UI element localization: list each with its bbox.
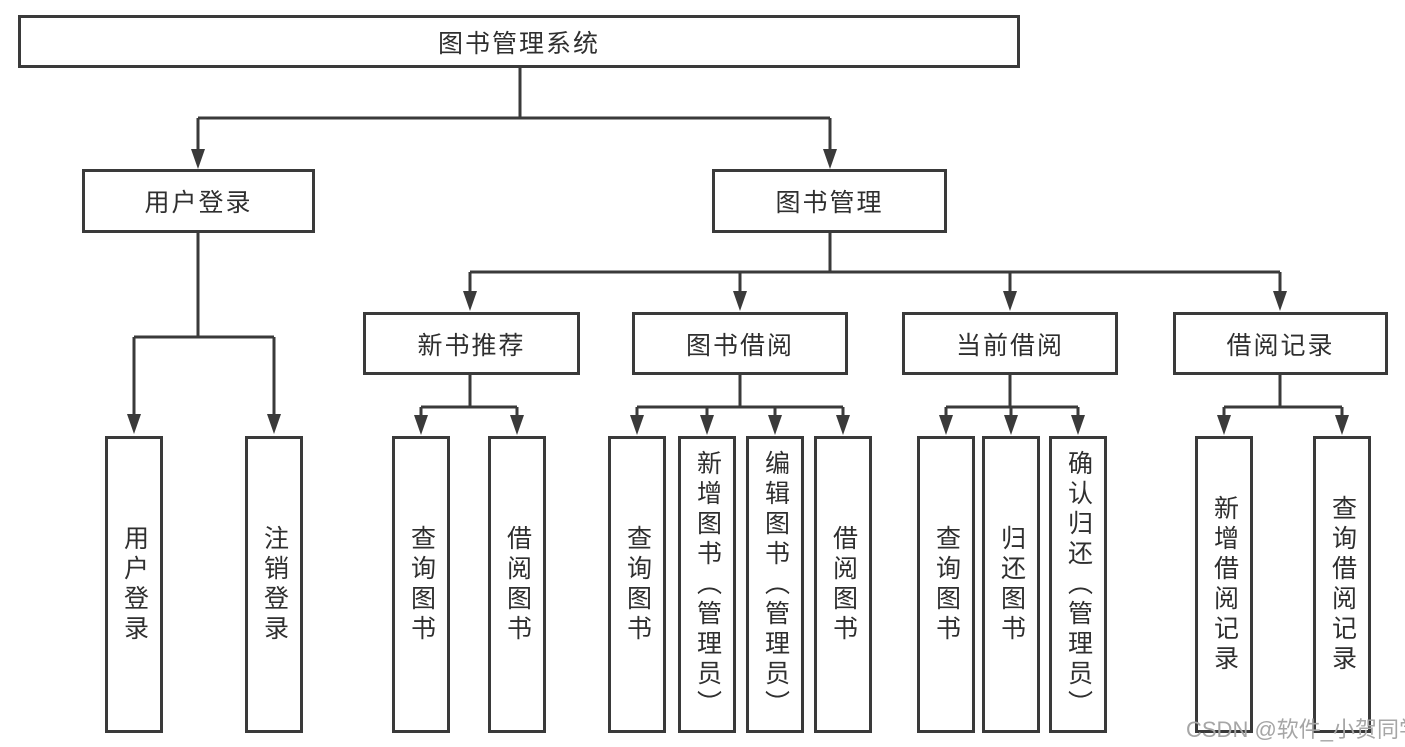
leaf-user-login: 用户登录: [105, 436, 163, 733]
leaf-borrow-books-recommend-label: 借阅图书: [503, 524, 532, 645]
leaf-confirm-return-admin: 确认归还（管理员）: [1049, 436, 1107, 733]
leaf-add-borrow-record-label: 新增借阅记录: [1210, 494, 1239, 675]
leaf-query-books-borrow: 查询图书: [608, 436, 666, 733]
leaf-borrow-books-recommend: 借阅图书: [488, 436, 546, 733]
leaf-logout-login: 注销登录: [245, 436, 303, 733]
node-current-borrow: 当前借阅: [902, 312, 1118, 375]
leaf-edit-book-admin: 编辑图书（管理员）: [746, 436, 804, 733]
leaf-query-books-recommend: 查询图书: [392, 436, 450, 733]
node-user-login-label: 用户登录: [144, 189, 253, 217]
node-book-borrow: 图书借阅: [632, 312, 848, 375]
leaf-query-books-current-label: 查询图书: [932, 524, 961, 645]
leaf-query-books-recommend-label: 查询图书: [407, 524, 436, 645]
leaf-add-book-admin: 新增图书（管理员）: [678, 436, 736, 733]
leaf-query-borrow-record-label: 查询借阅记录: [1328, 494, 1357, 675]
node-current-borrow-label: 当前借阅: [955, 331, 1064, 360]
leaf-confirm-return-admin-label: 确认归还（管理员）: [1064, 449, 1093, 720]
node-user-login: 用户登录: [82, 169, 315, 233]
leaf-return-books: 归还图书: [982, 436, 1040, 733]
node-new-book-recommend: 新书推荐: [363, 312, 580, 375]
node-root-label: 图书管理系统: [437, 29, 600, 58]
node-borrow-records-label: 借阅记录: [1226, 331, 1335, 360]
leaf-query-borrow-record: 查询借阅记录: [1313, 436, 1371, 733]
node-root: 图书管理系统: [18, 15, 1020, 68]
node-book-borrow-label: 图书借阅: [685, 331, 794, 360]
leaf-logout-login-label: 注销登录: [260, 524, 289, 645]
leaf-return-books-label: 归还图书: [997, 524, 1026, 645]
node-book-management: 图书管理: [712, 169, 947, 233]
leaf-borrow-books-borrow-label: 借阅图书: [829, 524, 858, 645]
node-new-book-recommend-label: 新书推荐: [417, 331, 526, 360]
leaf-query-books-borrow-label: 查询图书: [623, 524, 652, 645]
leaf-user-login-label: 用户登录: [120, 524, 149, 645]
node-borrow-records: 借阅记录: [1173, 312, 1388, 375]
leaf-borrow-books-borrow: 借阅图书: [814, 436, 872, 733]
node-book-management-label: 图书管理: [775, 189, 884, 217]
leaf-query-books-current: 查询图书: [917, 436, 975, 733]
leaf-add-borrow-record: 新增借阅记录: [1195, 436, 1253, 733]
leaf-edit-book-admin-label: 编辑图书（管理员）: [761, 449, 790, 720]
leaf-add-book-admin-label: 新增图书（管理员）: [693, 449, 722, 720]
